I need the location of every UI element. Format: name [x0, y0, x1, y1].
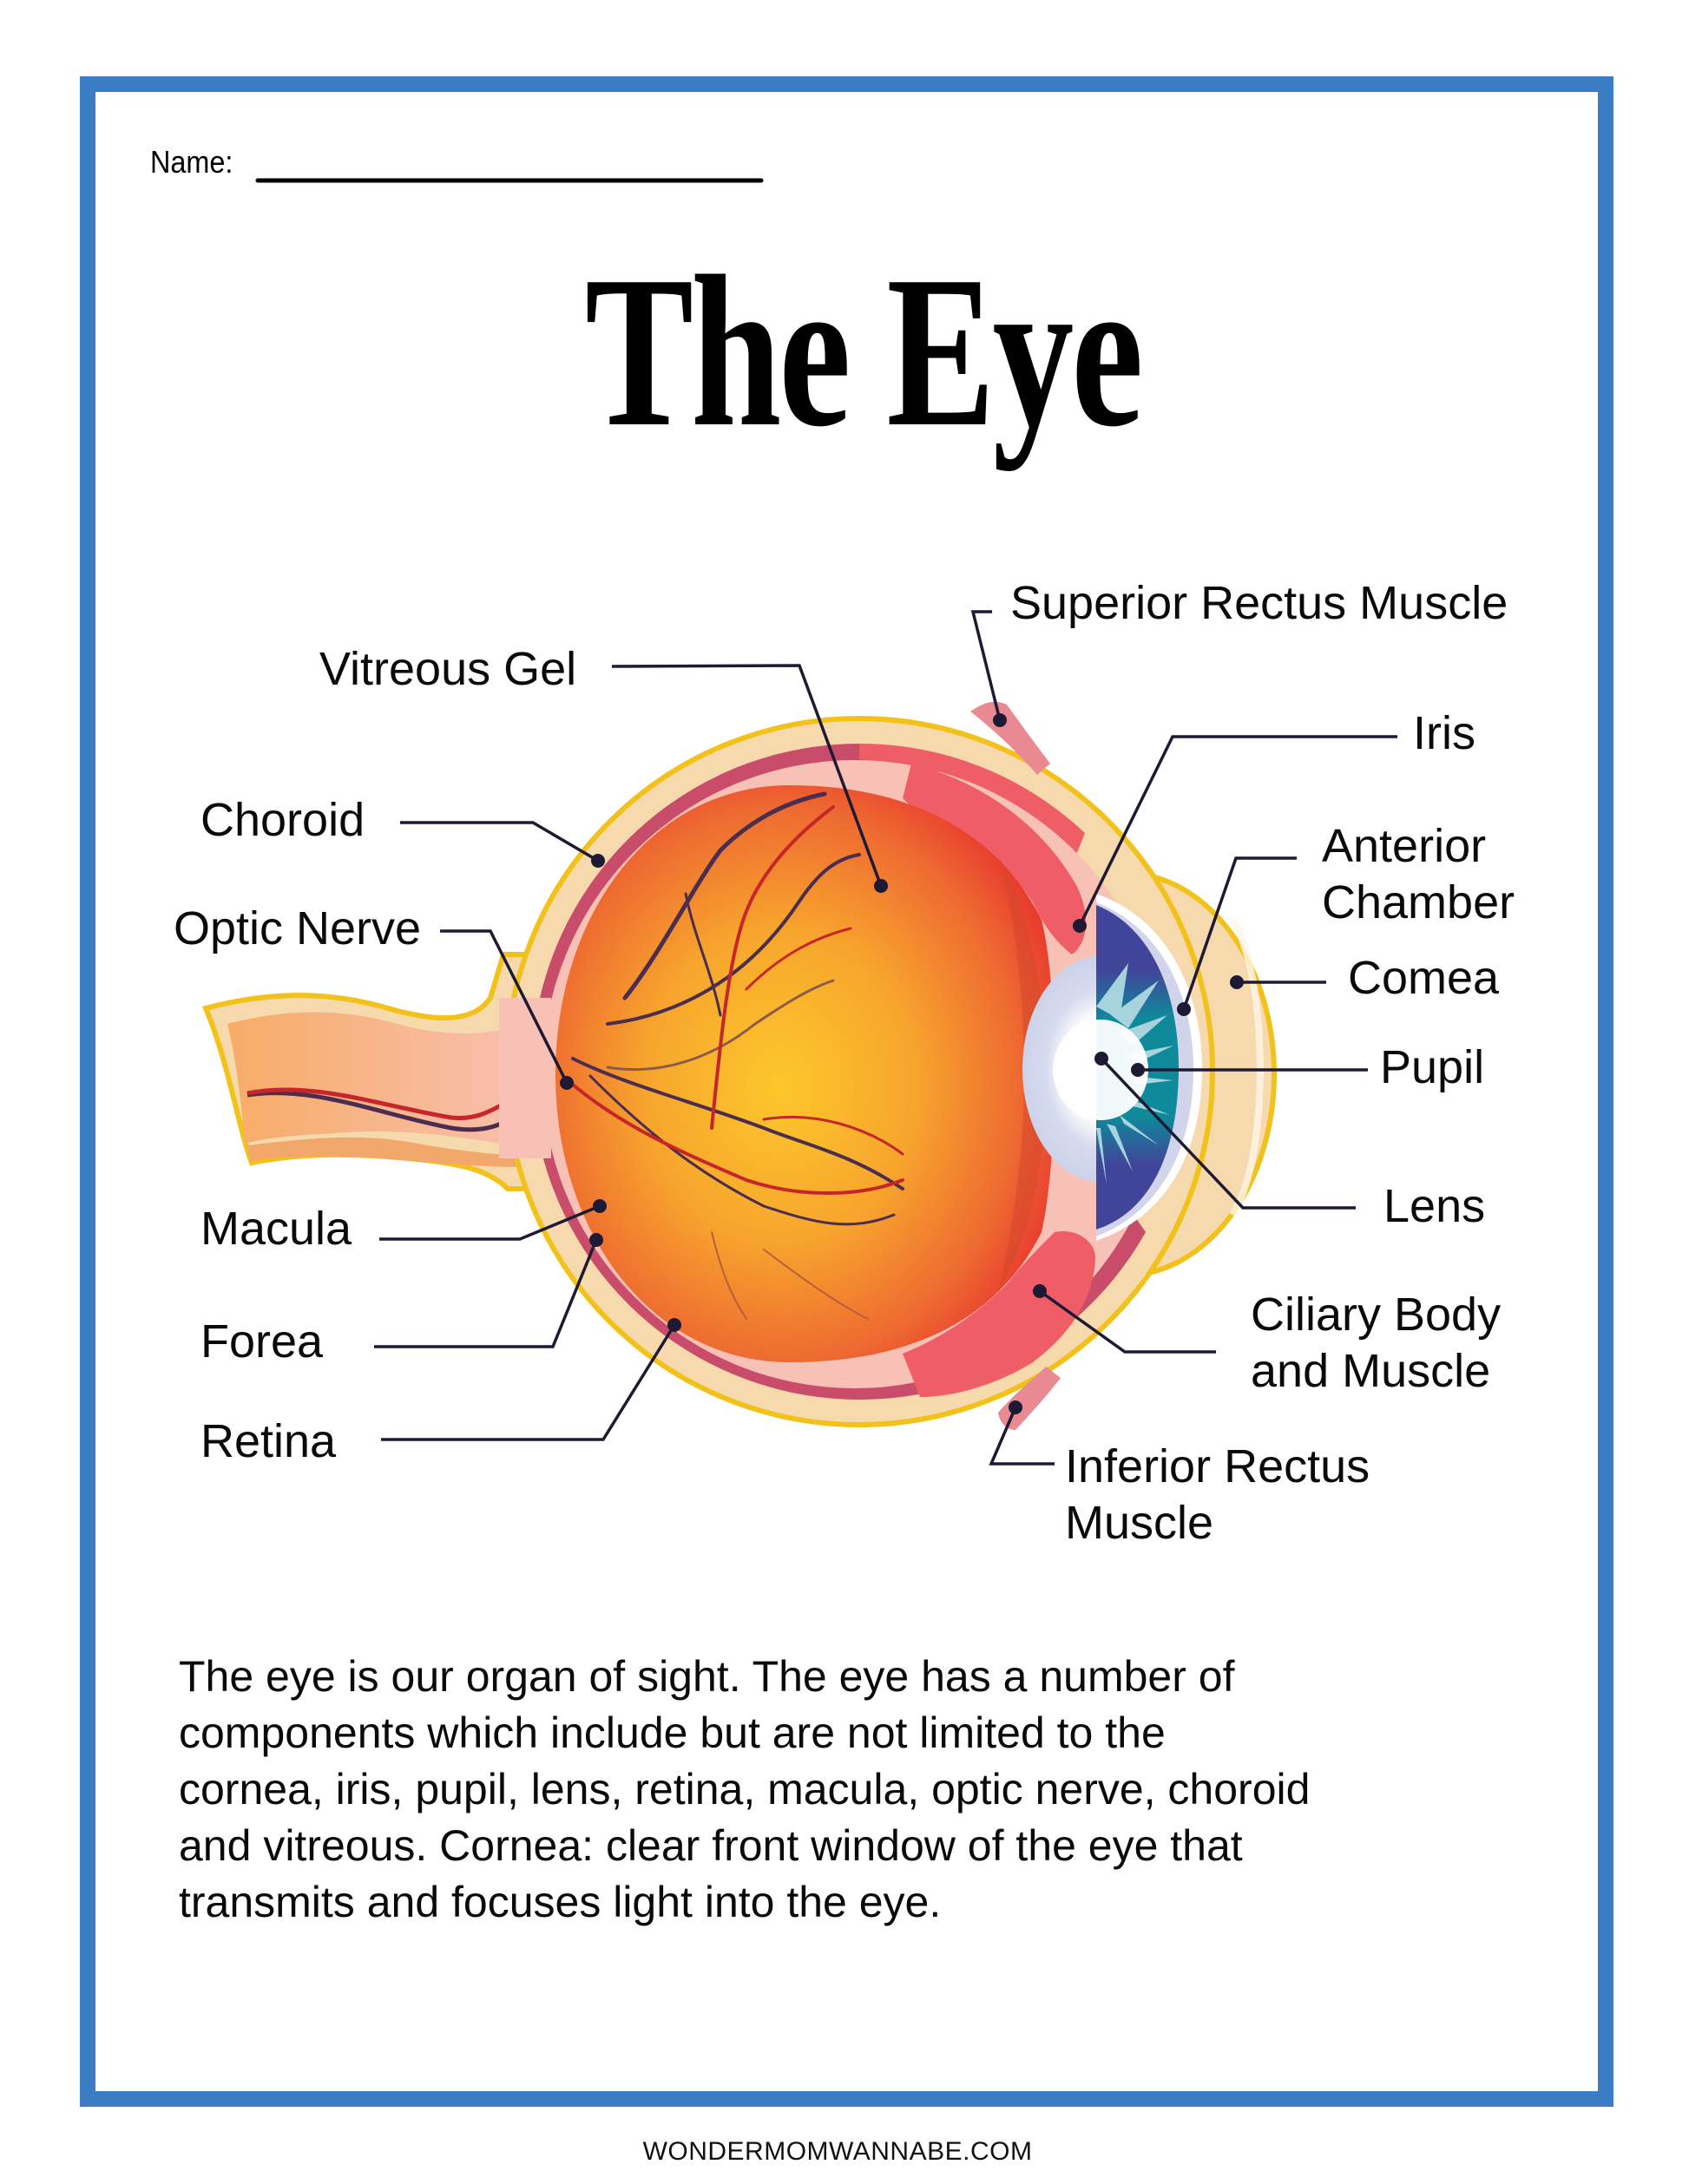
label-ciliary-body-line2: and Muscle	[1251, 1345, 1491, 1397]
label-superior-rectus-muscle: Superior Rectus Muscle	[1010, 577, 1508, 629]
label-ciliary-body-line1: Ciliary Body	[1251, 1289, 1502, 1341]
label-forea: Forea	[200, 1315, 324, 1367]
label-iris: Iris	[1413, 707, 1475, 759]
label-vitreous-gel: Vitreous Gel	[319, 643, 577, 695]
pupil-shape	[1053, 1020, 1148, 1120]
description-line: components which include but are not lim…	[179, 1709, 1166, 1757]
label-anterior-chamber-line2: Chamber	[1322, 876, 1515, 928]
blood-vessels	[571, 791, 904, 1320]
vitreous-gel-shape	[555, 785, 1055, 1362]
label-retina: Retina	[200, 1415, 337, 1467]
leader-lines	[374, 610, 1397, 1466]
label-inferior-rectus-line1: Inferior Rectus	[1065, 1440, 1370, 1492]
description-line: and vitreous. Cornea: clear front window…	[179, 1821, 1243, 1870]
ciliary-body-bottom	[903, 1231, 1095, 1397]
description-line: cornea, iris, pupil, lens, retina, macul…	[179, 1765, 1311, 1813]
label-comea: Comea	[1348, 952, 1500, 1004]
superior-rectus-muscle	[970, 701, 1050, 775]
label-inferior-rectus-line2: Muscle	[1065, 1497, 1214, 1549]
label-anterior-chamber: Anterior Chamber	[1322, 818, 1515, 931]
label-pupil: Pupil	[1380, 1041, 1485, 1093]
label-optic-nerve: Optic Nerve	[174, 902, 422, 954]
label-dots	[560, 713, 1244, 1414]
description-line: transmits and focuses light into the eye…	[179, 1878, 942, 1926]
optic-nerve-shape	[201, 952, 739, 1209]
description-line: The eye is our organ of sight. The eye h…	[179, 1652, 1235, 1701]
footer-website: WONDERMOMWANNABE.COM	[642, 2137, 1033, 2166]
label-lens: Lens	[1383, 1180, 1486, 1232]
page-title: The Eye	[585, 232, 1143, 472]
label-anterior-chamber-line1: Anterior	[1322, 820, 1487, 872]
label-ciliary-body: Ciliary Body and Muscle	[1251, 1287, 1501, 1400]
label-macula: Macula	[200, 1203, 352, 1255]
name-label: Name:	[150, 144, 233, 180]
label-inferior-rectus-muscle: Inferior Rectus Muscle	[1065, 1439, 1370, 1551]
label-choroid: Choroid	[200, 794, 365, 846]
description-paragraph: The eye is our organ of sight. The eye h…	[179, 1649, 1310, 1931]
